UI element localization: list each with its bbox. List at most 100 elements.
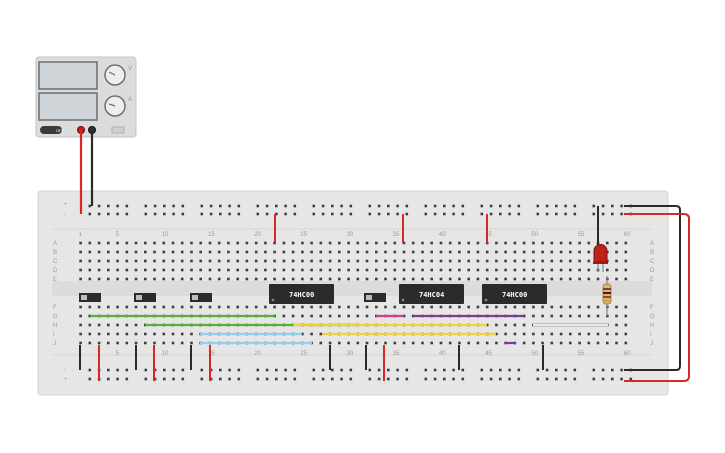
breadboard-hole[interactable]	[228, 212, 231, 216]
breadboard-hole[interactable]	[162, 277, 166, 281]
breadboard-hole[interactable]	[88, 259, 92, 263]
breadboard-hole[interactable]	[180, 305, 184, 309]
breadboard-hole[interactable]	[522, 250, 526, 254]
breadboard-hole[interactable]	[264, 277, 267, 281]
breadboard-hole[interactable]	[569, 259, 572, 263]
breadboard-hole[interactable]	[578, 259, 581, 263]
breadboard-hole[interactable]	[421, 305, 424, 309]
breadboard-hole[interactable]	[458, 259, 461, 263]
breadboard-hole[interactable]	[321, 368, 325, 372]
breadboard-hole[interactable]	[180, 259, 184, 263]
breadboard-hole[interactable]	[461, 368, 465, 372]
breadboard-hole[interactable]	[601, 212, 605, 216]
breadboard-hole[interactable]	[319, 241, 323, 245]
breadboard-hole[interactable]	[97, 323, 101, 327]
breadboard-hole[interactable]	[452, 377, 455, 381]
breadboard-hole[interactable]	[282, 259, 286, 263]
breadboard-hole[interactable]	[620, 377, 623, 381]
breadboard-hole[interactable]	[421, 268, 424, 272]
breadboard-hole[interactable]	[513, 259, 517, 263]
breadboard-hole[interactable]	[443, 212, 446, 216]
breadboard-hole[interactable]	[448, 250, 452, 254]
breadboard-hole[interactable]	[79, 332, 82, 336]
breadboard-hole[interactable]	[476, 259, 480, 263]
breadboard-hole[interactable]	[275, 204, 278, 208]
breadboard-hole[interactable]	[88, 377, 92, 381]
breadboard-hole[interactable]	[284, 204, 287, 208]
breadboard-hole[interactable]	[504, 277, 507, 281]
breadboard-hole[interactable]	[97, 277, 101, 281]
breadboard-hole[interactable]	[319, 250, 323, 254]
breadboard-hole[interactable]	[532, 268, 535, 272]
breadboard-hole[interactable]	[559, 305, 563, 309]
breadboard-hole[interactable]	[264, 241, 267, 245]
breadboard-hole[interactable]	[321, 204, 325, 208]
breadboard-hole[interactable]	[569, 341, 572, 345]
breadboard-hole[interactable]	[338, 259, 341, 263]
breadboard-hole[interactable]	[365, 259, 369, 263]
breadboard-hole[interactable]	[153, 368, 157, 372]
breadboard-hole[interactable]	[88, 241, 92, 245]
breadboard-hole[interactable]	[467, 305, 470, 309]
breadboard-hole[interactable]	[328, 268, 332, 272]
breadboard-hole[interactable]	[541, 305, 544, 309]
breadboard-hole[interactable]	[217, 250, 221, 254]
breadboard-hole[interactable]	[291, 250, 295, 254]
breadboard-hole[interactable]	[181, 368, 185, 372]
breadboard-hole[interactable]	[555, 212, 558, 216]
breadboard-hole[interactable]	[328, 241, 332, 245]
breadboard-hole[interactable]	[107, 268, 110, 272]
breadboard-hole[interactable]	[356, 341, 360, 345]
breadboard-hole[interactable]	[172, 368, 175, 372]
breadboard-hole[interactable]	[236, 241, 239, 245]
breadboard-hole[interactable]	[144, 377, 148, 381]
breadboard-hole[interactable]	[319, 268, 323, 272]
breadboard-hole[interactable]	[162, 259, 166, 263]
breadboard-hole[interactable]	[508, 204, 511, 208]
breadboard-hole[interactable]	[485, 323, 489, 327]
breadboard-hole[interactable]	[171, 241, 175, 245]
breadboard-hole[interactable]	[171, 341, 175, 345]
breadboard-hole[interactable]	[144, 305, 147, 309]
breadboard-hole[interactable]	[495, 259, 498, 263]
breadboard-hole[interactable]	[340, 377, 343, 381]
chip-74hc04[interactable]: 74HC04	[399, 284, 464, 304]
breadboard-hole[interactable]	[430, 241, 433, 245]
breadboard-hole[interactable]	[171, 332, 175, 336]
breadboard-hole[interactable]	[227, 241, 230, 245]
breadboard-hole[interactable]	[79, 241, 82, 245]
breadboard-hole[interactable]	[458, 241, 461, 245]
breadboard-hole[interactable]	[405, 377, 409, 381]
breadboard-hole[interactable]	[209, 212, 213, 216]
breadboard-hole[interactable]	[624, 305, 628, 309]
breadboard-hole[interactable]	[421, 341, 424, 345]
breadboard-hole[interactable]	[578, 250, 581, 254]
breadboard-hole[interactable]	[88, 314, 92, 318]
breadboard-hole[interactable]	[180, 341, 184, 345]
breadboard-hole[interactable]	[448, 341, 452, 345]
breadboard-hole[interactable]	[569, 241, 572, 245]
breadboard-hole[interactable]	[569, 268, 572, 272]
breadboard-hole[interactable]	[368, 368, 372, 372]
breadboard-hole[interactable]	[319, 314, 323, 318]
breadboard-hole[interactable]	[411, 241, 415, 245]
breadboard-hole[interactable]	[199, 259, 202, 263]
breadboard-hole[interactable]	[396, 212, 399, 216]
breadboard-hole[interactable]	[107, 250, 110, 254]
breadboard-hole[interactable]	[550, 341, 554, 345]
breadboard-hole[interactable]	[393, 341, 397, 345]
breadboard-hole[interactable]	[592, 204, 596, 208]
breadboard-hole[interactable]	[587, 341, 591, 345]
breadboard-hole[interactable]	[228, 368, 231, 372]
breadboard-hole[interactable]	[125, 268, 129, 272]
breadboard-hole[interactable]	[319, 277, 323, 281]
breadboard-hole[interactable]	[144, 332, 147, 336]
breadboard-hole[interactable]	[265, 368, 269, 372]
breadboard-hole[interactable]	[199, 277, 202, 281]
breadboard-hole[interactable]	[245, 259, 249, 263]
breadboard-hole[interactable]	[424, 212, 428, 216]
slide-switch-2[interactable]	[134, 293, 156, 302]
breadboard-hole[interactable]	[237, 204, 241, 208]
breadboard-hole[interactable]	[107, 241, 110, 245]
breadboard-hole[interactable]	[393, 277, 397, 281]
